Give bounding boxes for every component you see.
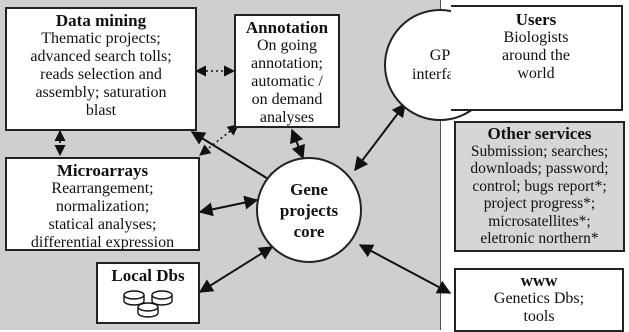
users-box: Users Biologists around the world xyxy=(451,5,623,111)
www-line: Genetics Dbs; xyxy=(493,290,585,307)
data-mining-line: advanced search tolls; xyxy=(30,48,172,65)
local-dbs-title: Local Dbs xyxy=(111,266,185,285)
data-mining-line: Thematic projects; xyxy=(41,30,161,47)
users-title: Users xyxy=(515,10,557,29)
other-services-line: Submission; searches; xyxy=(470,142,609,160)
data-mining-line: reads selection and xyxy=(40,66,162,83)
microarrays-line: differential expression xyxy=(30,234,175,251)
core-line: projects xyxy=(279,200,339,220)
users-line: world xyxy=(517,65,555,82)
other-services-line: eletronic northern* xyxy=(480,230,599,247)
microarrays-line: normalization; xyxy=(55,198,150,215)
www-line: tools xyxy=(523,308,555,325)
arrow-microarrays-core xyxy=(198,195,259,217)
annotation-line: analyses xyxy=(259,109,315,126)
other-services-line: control; bugs report*; xyxy=(472,177,607,195)
local-dbs-box: Local Dbs xyxy=(96,262,200,324)
microarrays-box: Microarrays Rearrangement; normalization… xyxy=(5,157,200,251)
arrow-gp-core xyxy=(354,102,406,172)
microarrays-title: Microarrays xyxy=(56,161,149,180)
database-cylinders-icon xyxy=(123,290,173,318)
annotation-line: On going xyxy=(257,37,317,54)
other-services-line: microsatellites*; xyxy=(488,212,591,230)
annotation-line: on demand xyxy=(251,91,323,108)
arrow-annotation-core xyxy=(290,128,305,160)
users-line: around the xyxy=(502,47,570,64)
data-mining-box: Data mining Thematic projects; advanced … xyxy=(5,7,197,131)
microarrays-line: statical analyses; xyxy=(48,216,157,233)
microarrays-line: Rearrangement; xyxy=(51,180,154,197)
core-line: Gene xyxy=(290,179,328,199)
other-services-title: Other services xyxy=(487,124,592,143)
core-line: core xyxy=(293,221,325,241)
annotation-line: automatic / xyxy=(251,73,323,90)
arrow-datamining-core xyxy=(190,131,280,186)
other-services-line: downloads; password; xyxy=(470,160,609,177)
annotation-title: Annotation xyxy=(245,18,329,37)
www-title: www xyxy=(520,271,558,290)
data-mining-line: blast xyxy=(85,102,117,119)
users-line: Biologists xyxy=(503,29,569,46)
other-services-box: Other services Submission; searches; dow… xyxy=(454,121,625,252)
annotation-line: annotation; xyxy=(251,55,323,72)
data-mining-line: assembly; saturation xyxy=(35,84,167,101)
data-mining-title: Data mining xyxy=(55,11,147,30)
other-services-line: project progress*; xyxy=(483,195,596,212)
arrow-localdbs-core xyxy=(198,246,274,293)
arrow-core-www xyxy=(358,244,452,294)
annotation-box: Annotation On going annotation; automati… xyxy=(234,14,340,128)
dotted-arrow-annotation-microarrays xyxy=(199,124,239,156)
gp-interface-line: GP xyxy=(429,47,451,64)
www-box: www Genetics Dbs; tools xyxy=(454,268,624,332)
gene-projects-core-node: Gene projects core xyxy=(256,157,362,263)
